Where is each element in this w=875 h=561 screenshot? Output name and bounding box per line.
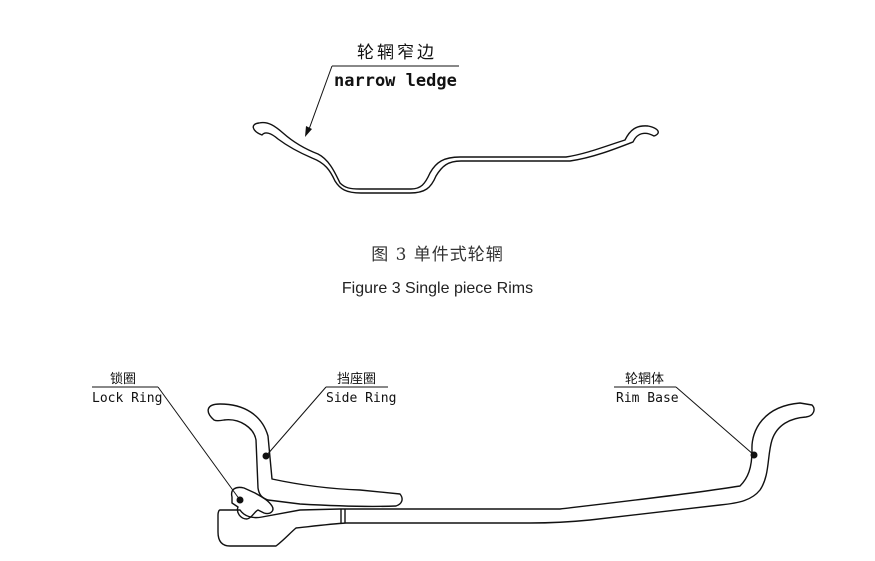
lock-ring-label-cn: 锁圈 bbox=[110, 371, 136, 387]
leader-line bbox=[157, 386, 241, 501]
narrow-ledge-label-cn: 轮辋窄边 bbox=[357, 43, 437, 63]
lock-ring-outline bbox=[230, 486, 274, 520]
multi-piece-rim-drawing bbox=[207, 402, 815, 547]
rim-profile-outer bbox=[252, 121, 659, 194]
narrow-ledge-label-en: narrow ledge bbox=[334, 71, 457, 91]
rim-base-label-cn: 轮辋体 bbox=[625, 372, 664, 387]
single-piece-rim-drawing bbox=[252, 121, 659, 194]
arrowhead bbox=[305, 126, 312, 137]
lock-ring-label-en: Lock Ring bbox=[92, 391, 162, 406]
lock-ring-callout: 锁圈 Lock Ring bbox=[92, 371, 241, 501]
rim-base-callout: 轮辋体 Rim Base bbox=[614, 372, 755, 456]
rim-base-label-en: Rim Base bbox=[616, 391, 679, 406]
side-ring-outline bbox=[207, 403, 403, 508]
side-ring-callout: 挡座圈 Side Ring bbox=[265, 372, 396, 457]
leader-line bbox=[307, 65, 333, 133]
leader-line bbox=[675, 386, 755, 456]
side-ring-label-cn: 挡座圈 bbox=[337, 372, 376, 387]
figure-caption-en: Figure 3 Single piece Rims bbox=[341, 280, 534, 297]
rim-base-outline bbox=[217, 402, 815, 547]
figure-caption-cn: 图 3 单件式轮辋 bbox=[371, 245, 504, 265]
leader-line bbox=[265, 386, 327, 457]
narrow-ledge-callout: 轮辋窄边 narrow ledge bbox=[305, 43, 459, 137]
side-ring-label-en: Side Ring bbox=[326, 391, 396, 406]
